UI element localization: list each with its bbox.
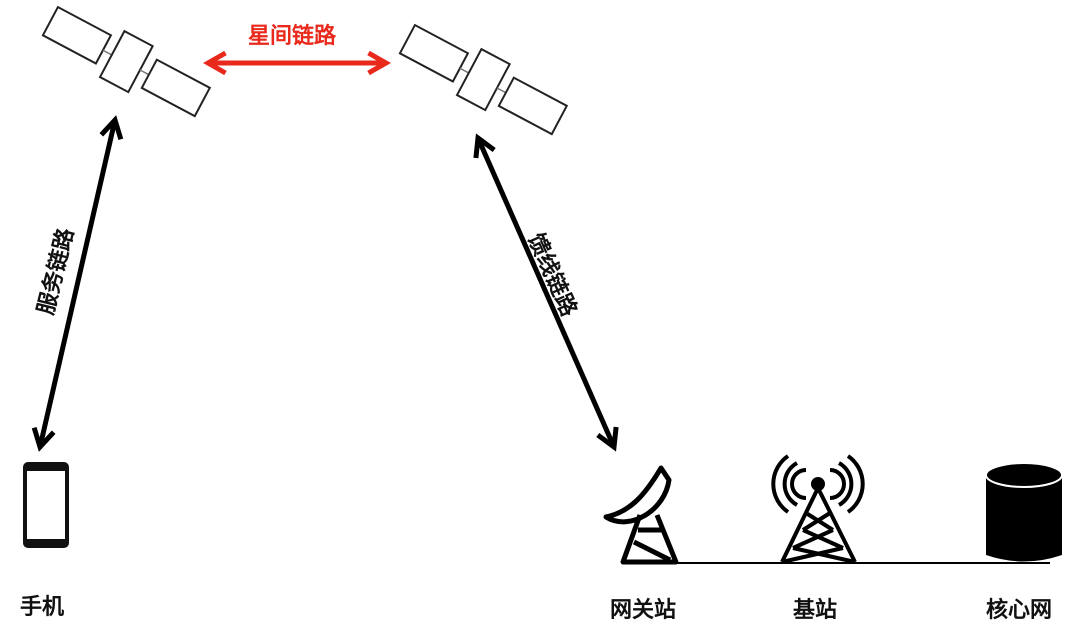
phone-icon xyxy=(23,462,69,548)
phone-label: 手机 xyxy=(20,595,65,620)
satellite-left-icon xyxy=(41,5,212,118)
feeder-link-arrow xyxy=(473,133,619,452)
gateway-label: 网关站 xyxy=(610,598,677,623)
base-station-label: 基站 xyxy=(793,598,838,623)
core-network-label: 核心网 xyxy=(986,598,1053,623)
satellite-right-icon xyxy=(398,23,569,136)
service-link-arrow xyxy=(31,115,124,452)
inter-satellite-link-label: 星间链路 xyxy=(248,24,337,49)
base-station-tower-icon xyxy=(771,454,865,564)
core-network-database-icon xyxy=(985,462,1063,562)
gateway-dish-icon xyxy=(603,465,679,565)
